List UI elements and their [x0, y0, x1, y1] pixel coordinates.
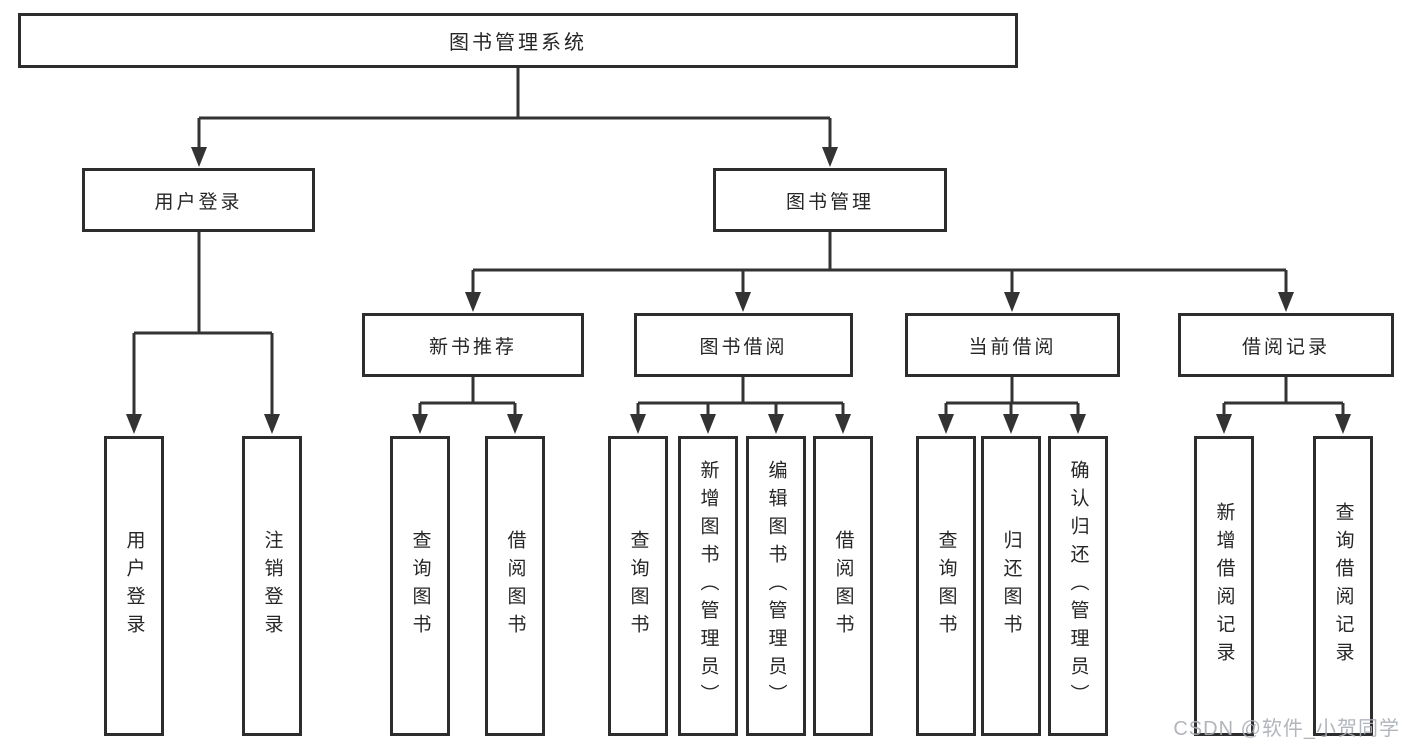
- leaf-add-borrow-record: 新增借阅记录: [1194, 436, 1254, 736]
- leaf-edit-book-admin: 编辑图书（管理员）: [746, 436, 806, 736]
- leaf-confirm-return-admin: 确认归还（管理员）: [1048, 436, 1108, 736]
- leaf-query-books-1: 查询图书: [390, 436, 450, 736]
- node-book-borrowing: 图书借阅: [634, 313, 853, 377]
- leaf-add-book-admin: 新增图书（管理员）: [678, 436, 738, 736]
- csdn-watermark: CSDN @软件_小贺同学: [1173, 718, 1400, 740]
- leaf-borrow-books-1: 借阅图书: [485, 436, 545, 736]
- arrowheads: [126, 147, 1351, 434]
- leaf-query-books-2: 查询图书: [608, 436, 668, 736]
- node-user-login: 用户登录: [82, 168, 315, 232]
- node-current-borrowing: 当前借阅: [905, 313, 1120, 377]
- node-library-system: 图书管理系统: [18, 13, 1018, 68]
- node-new-book-recommend: 新书推荐: [362, 313, 584, 377]
- leaf-query-borrow-record: 查询借阅记录: [1313, 436, 1373, 736]
- leaf-logout: 注销登录: [242, 436, 302, 736]
- leaf-query-books-3: 查询图书: [916, 436, 976, 736]
- leaf-user-login: 用户登录: [104, 436, 164, 736]
- node-book-management: 图书管理: [713, 168, 947, 232]
- leaf-borrow-books-2: 借阅图书: [813, 436, 873, 736]
- leaf-return-book: 归还图书: [981, 436, 1041, 736]
- node-borrowing-records: 借阅记录: [1178, 313, 1394, 377]
